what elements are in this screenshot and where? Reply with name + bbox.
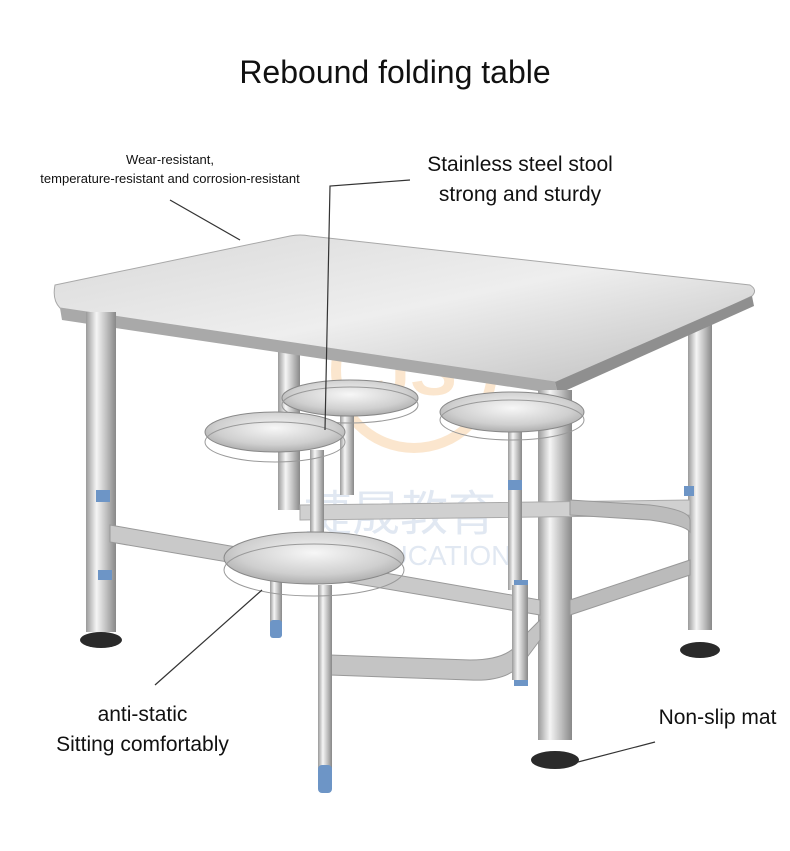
back-right-foot xyxy=(680,642,720,658)
page-title: Rebound folding table xyxy=(239,54,551,90)
hinge-post xyxy=(512,585,528,680)
stool-front xyxy=(223,531,405,793)
mat-pointer-line xyxy=(577,741,656,763)
stool-line-1: Stainless steel stool xyxy=(427,153,613,176)
wear-line-1: Wear-resistant, xyxy=(126,152,214,167)
stool-arm-front xyxy=(329,618,541,681)
non-slip-mat-label: Non-slip mat xyxy=(658,706,777,729)
stool-back-center xyxy=(281,379,419,495)
front-right-foot xyxy=(531,751,579,769)
anti-static-label: anti-static Sitting comfortably xyxy=(30,700,255,760)
seat-pointer-line xyxy=(154,589,263,686)
seat-line-1: anti-static xyxy=(97,703,188,726)
hinge-cap xyxy=(98,570,112,580)
front-right-leg xyxy=(538,390,572,740)
stool-right xyxy=(439,391,585,590)
stool-pointer-line xyxy=(324,179,411,431)
wear-line-2: temperature-resistant and corrosion-resi… xyxy=(40,171,300,186)
stool-line-2: strong and sturdy xyxy=(438,183,602,206)
stool-back-left xyxy=(204,411,346,540)
stool-foot-cap xyxy=(318,765,332,793)
front-left-foot xyxy=(80,632,122,648)
wear-pointer-line xyxy=(169,199,241,241)
front-left-leg xyxy=(86,312,116,632)
table-top xyxy=(53,234,756,394)
back-right-leg xyxy=(688,300,712,630)
hinge-cap xyxy=(684,486,694,496)
frame-bar-right xyxy=(569,559,691,616)
stool-arm-right xyxy=(569,499,691,534)
stainless-stool-label: Stainless steel stool strong and sturdy xyxy=(410,150,630,210)
stool-foot-cap xyxy=(270,620,282,638)
wear-resistant-label: Wear-resistant, temperature-resistant an… xyxy=(10,150,330,188)
hinge-cap xyxy=(96,490,110,502)
seat-line-2: Sitting comfortably xyxy=(56,733,229,756)
hinge-cap xyxy=(514,676,528,686)
